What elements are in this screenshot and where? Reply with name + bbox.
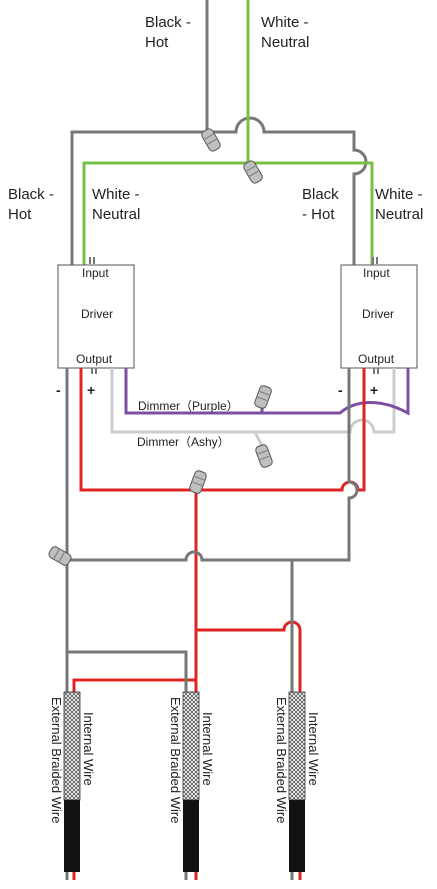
supply-hot-label-1: Black - [145,14,191,31]
dimmer-purple-label: Dimmer（Purple） [138,399,239,413]
driver-left-input: Input [82,266,109,280]
wire-nut-positive [189,470,207,494]
cable-3: External Braided Wire Internal Wire [274,691,321,872]
left-hot-label-1: Black - [8,186,54,203]
cable-2: External Braided Wire Internal Wire [168,691,215,872]
wire-nut-neutral [243,160,263,184]
right-plus-sign: + [370,382,378,398]
cable-1-inner-label: Internal Wire [81,712,96,786]
driver-right-name: Driver [362,307,394,321]
right-hot-label-2: - Hot [302,206,335,223]
right-minus-sign: - [338,382,343,398]
cable-2-braid-label: External Braided Wire [168,697,183,823]
left-neutral-label-1: White - [92,186,140,203]
supply-neutral-label-2: Neutral [261,34,309,51]
cable-2-inner-label: Internal Wire [200,712,215,786]
cable-1-braid-label: External Braided Wire [49,697,64,823]
left-hot-label-2: Hot [8,206,32,223]
supply-hot-label-2: Hot [145,34,169,51]
driver-left-name: Driver [81,307,113,321]
driver-right: Input Driver Output [340,257,418,374]
cable-3-inner-label: Internal Wire [306,712,321,786]
cable-3-braid-label: External Braided Wire [274,697,289,823]
supply-neutral-label-1: White - [261,14,309,31]
wire-nut-hot [201,128,221,152]
supply-hot-wire-right [207,116,368,266]
right-neutral-label-2: Neutral [375,206,423,223]
left-neutral-label-2: Neutral [92,206,140,223]
left-minus-sign: - [56,382,61,398]
supply-neutral-wire [82,0,374,266]
cable-1: External Braided Wire Internal Wire [49,691,96,872]
positive-bus [79,368,366,492]
right-neutral-label-1: White - [375,186,423,203]
driver-right-input: Input [363,266,390,280]
wire-nut-negative [48,546,72,566]
left-plus-sign: + [87,382,95,398]
driver-left: Input Driver Output [57,257,135,374]
supply-hot-wire [70,0,209,266]
dimmer-ashy-lead [253,431,264,447]
driver-right-output: Output [358,352,395,366]
dimmer-ashy-label: Dimmer（Ashy） [137,435,230,449]
wire-nut-ashy [255,444,273,468]
wire-nut-purple [254,385,272,409]
right-hot-label-1: Black [302,186,339,203]
negative-right [67,368,359,562]
driver-left-output: Output [76,352,113,366]
